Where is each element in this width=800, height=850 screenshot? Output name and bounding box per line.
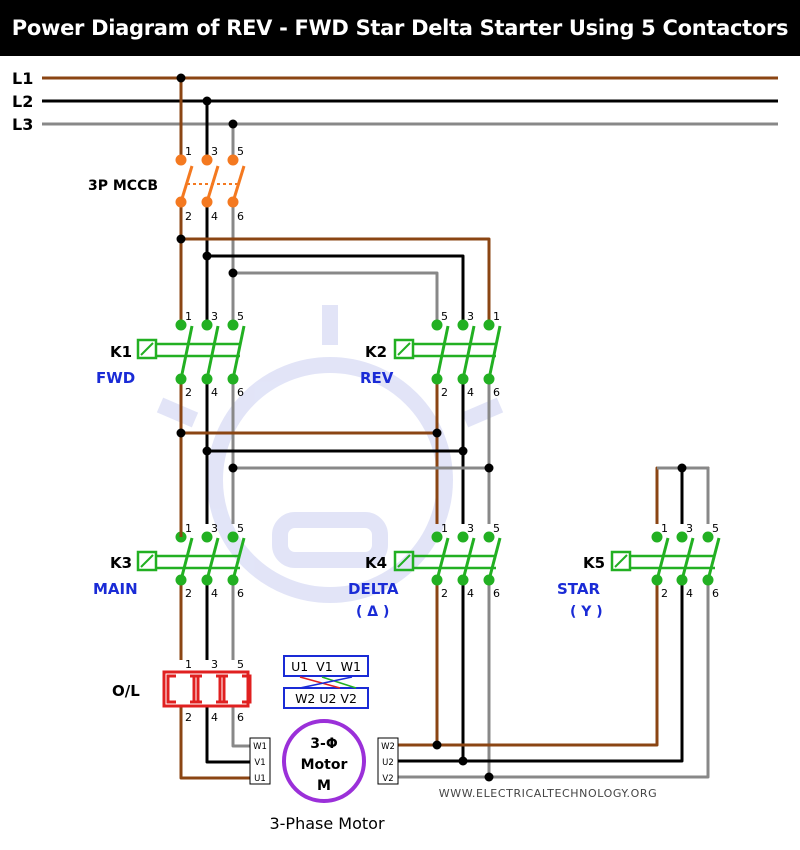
motor-right-terminal-u2: U2 (382, 758, 394, 768)
mccb-terminal-5: 5 (237, 145, 244, 158)
mccb-terminal-3: 3 (211, 145, 218, 158)
k2-terminal-2: 2 (441, 386, 448, 399)
k5-id: K5 (583, 554, 605, 572)
terminal-box-bottom: W2 U2 V2 (295, 691, 357, 706)
motor-left-terminal-v1: V1 (254, 758, 265, 768)
k4-name: DELTA (348, 580, 399, 598)
k3-id: K3 (110, 554, 132, 572)
k3-terminal-1: 1 (185, 522, 192, 535)
motor-caption: 3-Phase Motor (269, 814, 384, 833)
overload-relay (162, 670, 252, 708)
k4-id: K4 (365, 554, 387, 572)
overload-label: O/L (112, 682, 140, 700)
k2-name: REV (360, 369, 394, 387)
k2-terminal-5: 5 (441, 310, 448, 323)
k2-terminal-3: 3 (467, 310, 474, 323)
bulb-logo-watermark (156, 305, 504, 603)
k4-terminal-3: 3 (467, 522, 474, 535)
mccb-label: 3P MCCB (88, 178, 158, 194)
k1-terminal-4: 4 (211, 386, 218, 399)
k1-id: K1 (110, 343, 132, 361)
motor-word-label: Motor (301, 757, 348, 773)
motor-letter-label: M (317, 778, 331, 794)
mccb-terminal-1: 1 (185, 145, 192, 158)
k3-terminal-4: 4 (211, 587, 218, 600)
k4-terminal-6: 6 (493, 587, 500, 600)
k3-terminal-5: 5 (237, 522, 244, 535)
motor-phase-label: 3-Φ (310, 736, 338, 752)
k4-terminal-2: 2 (441, 587, 448, 600)
contactor-k1 (136, 319, 246, 385)
k4-terminal-5: 5 (493, 522, 500, 535)
motor-left-terminal-w1: W1 (253, 742, 267, 752)
k5-terminal-3: 3 (686, 522, 693, 535)
diagram-title: Power Diagram of REV - FWD Star Delta St… (11, 16, 789, 40)
k3-name: MAIN (93, 580, 138, 598)
terminal-box-diagram (283, 655, 369, 709)
mccb-breaker (175, 154, 246, 208)
contactor-k4 (393, 531, 502, 586)
k2-terminal-6: 6 (493, 386, 500, 399)
website-watermark: WWW.ELECTRICALTECHNOLOGY.ORG (439, 787, 658, 800)
ol-terminal-6: 6 (237, 711, 244, 724)
k5-terminal-5: 5 (712, 522, 719, 535)
ol-terminal-4: 4 (211, 711, 218, 724)
wiring (179, 78, 710, 780)
k1-terminal-2: 2 (185, 386, 192, 399)
k2-terminal-1: 1 (493, 310, 500, 323)
k4-terminal-1: 1 (441, 522, 448, 535)
motor-symbol (249, 719, 399, 803)
k3-terminal-3: 3 (211, 522, 218, 535)
contactor-k3 (136, 524, 246, 586)
ol-terminal-5: 5 (237, 658, 244, 671)
title-bar: Power Diagram of REV - FWD Star Delta St… (0, 0, 800, 56)
k5-terminal-2: 2 (661, 587, 668, 600)
mccb-terminal-4: 4 (211, 210, 218, 223)
k2-terminal-4: 4 (467, 386, 474, 399)
k4-terminal-4: 4 (467, 587, 474, 600)
mccb-terminal-6: 6 (237, 210, 244, 223)
motor-right-terminal-v2: V2 (382, 774, 393, 784)
line-label-l2: L2 (12, 92, 33, 111)
line-label-l1: L1 (12, 69, 33, 88)
motor-right-terminal-w2: W2 (381, 742, 395, 752)
k2-id: K2 (365, 343, 387, 361)
k5-terminal-4: 4 (686, 587, 693, 600)
junction-dots (176, 73, 687, 782)
ol-terminal-2: 2 (185, 711, 192, 724)
motor-left-terminal-u1: U1 (254, 774, 266, 784)
k1-name: FWD (96, 369, 135, 387)
mccb-terminal-2: 2 (185, 210, 192, 223)
k3-terminal-6: 6 (237, 587, 244, 600)
k5-symbol: ( Y ) (570, 604, 603, 620)
k1-terminal-6: 6 (237, 386, 244, 399)
k1-terminal-1: 1 (185, 310, 192, 323)
k5-name: STAR (557, 580, 600, 598)
k1-terminal-3: 3 (211, 310, 218, 323)
k5-terminal-1: 1 (661, 522, 668, 535)
contactor-k2 (393, 319, 502, 385)
terminal-box-top: U1 V1 W1 (291, 659, 361, 674)
k4-symbol: ( Δ ) (356, 604, 389, 620)
contactor-k5 (610, 531, 721, 586)
ol-terminal-1: 1 (185, 658, 192, 671)
line-label-l3: L3 (12, 115, 33, 134)
k5-terminal-6: 6 (712, 587, 719, 600)
k1-terminal-5: 5 (237, 310, 244, 323)
k3-terminal-2: 2 (185, 587, 192, 600)
ol-terminal-3: 3 (211, 658, 218, 671)
supply-lines (42, 76, 778, 126)
